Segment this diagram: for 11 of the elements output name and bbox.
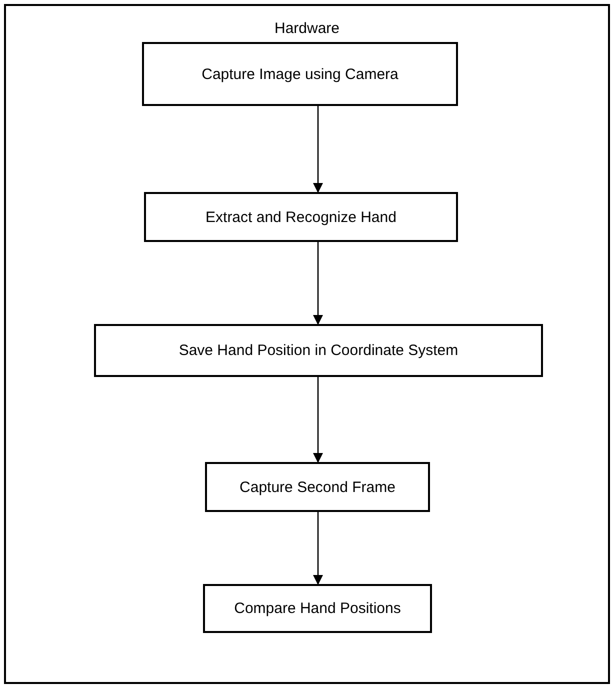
process-box: Save Hand Position in Coordinate System [94,324,543,377]
process-box: Capture Second Frame [205,462,430,512]
arrow [313,377,323,463]
container-heading: Hardware [273,20,341,37]
container-frame [4,4,610,684]
process-box: Capture Image using Camera [142,42,458,106]
process-box: Compare Hand Positions [203,584,432,633]
process-box: Extract and Recognize Hand [144,192,458,242]
arrow [313,242,323,325]
arrow [313,106,323,193]
arrow [313,512,323,585]
